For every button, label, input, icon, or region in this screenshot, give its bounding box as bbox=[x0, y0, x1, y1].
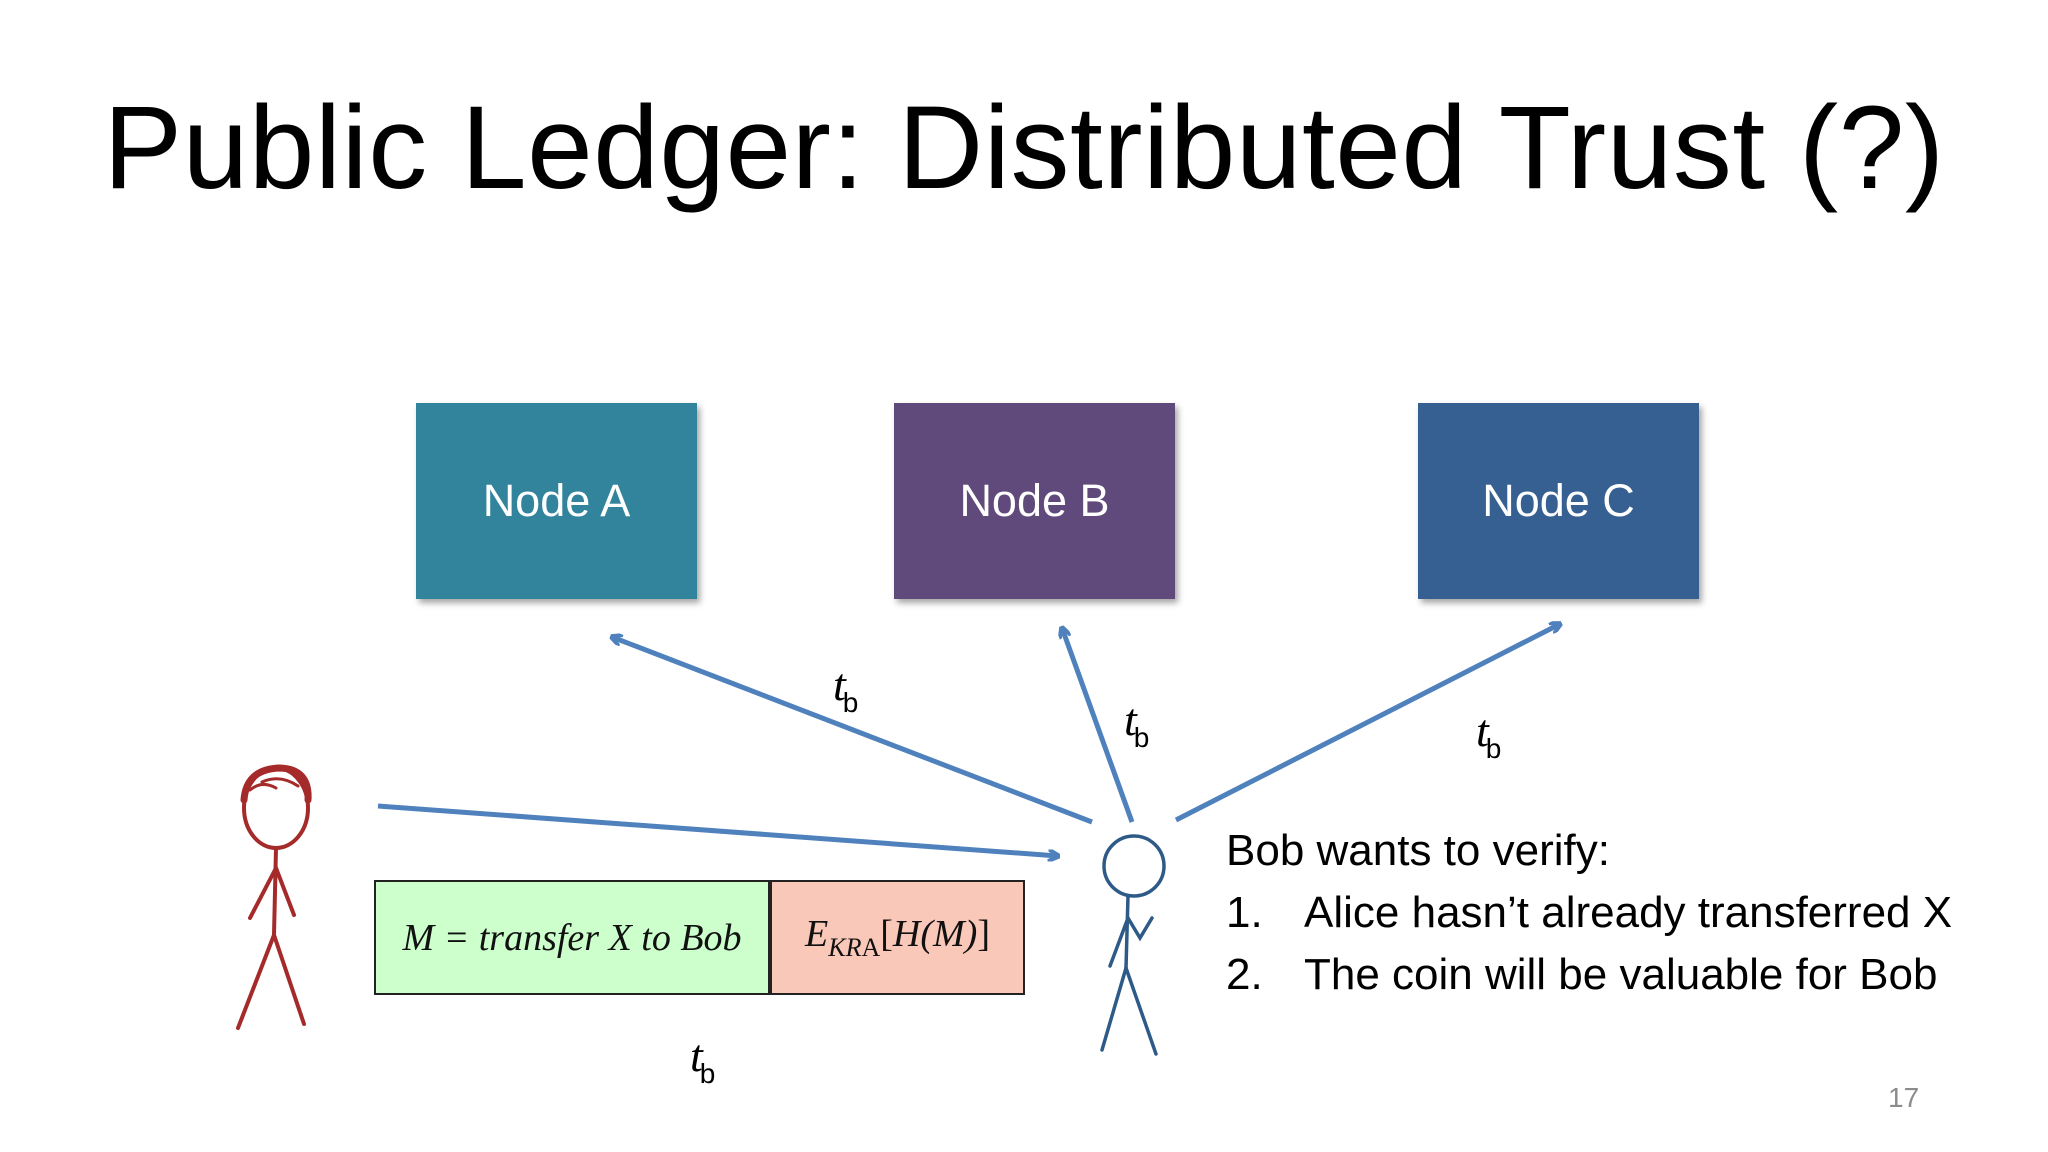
bob-figure bbox=[1100, 834, 1166, 1056]
verify-item: 1.Alice hasn’t already transferred X bbox=[1226, 888, 1953, 937]
verify-heading: Bob wants to verify: bbox=[1226, 826, 1610, 875]
arrow-bob-to-node-c bbox=[1174, 624, 1560, 823]
node-c-label: Node C bbox=[1482, 475, 1635, 526]
arrow-alice-to-bob bbox=[377, 803, 1058, 856]
message-box: M = transfer X to Bob bbox=[374, 880, 770, 995]
edge-label-node-b: tb bbox=[1124, 694, 1150, 753]
edge-label-alice-bob: tb bbox=[690, 1030, 716, 1089]
signature-text: EKRA[H(M)] bbox=[805, 913, 990, 962]
edge-label-node-c: tb bbox=[1476, 705, 1502, 764]
slide-title: Public Ledger: Distributed Trust (?) bbox=[103, 82, 1945, 214]
node-b-label: Node B bbox=[959, 475, 1110, 526]
node-a-box: Node A bbox=[416, 403, 697, 599]
arrow-bob-to-node-a bbox=[612, 637, 1093, 825]
node-a-label: Node A bbox=[482, 475, 631, 526]
node-b-box: Node B bbox=[894, 403, 1175, 599]
edge-label-node-a: tb bbox=[833, 659, 859, 718]
verify-item: 2.The coin will be valuable for Bob bbox=[1226, 950, 1938, 999]
signature-box: EKRA[H(M)] bbox=[770, 880, 1025, 995]
message-text: M = transfer X to Bob bbox=[402, 916, 742, 959]
arrow-bob-to-node-b bbox=[1062, 628, 1135, 823]
alice-figure bbox=[236, 764, 312, 1030]
page-number: 17 bbox=[1888, 1082, 1920, 1113]
verify-list: Bob wants to verify: 1.Alice hasn’t alre… bbox=[1226, 820, 1952, 1006]
node-c-box: Node C bbox=[1418, 403, 1699, 599]
